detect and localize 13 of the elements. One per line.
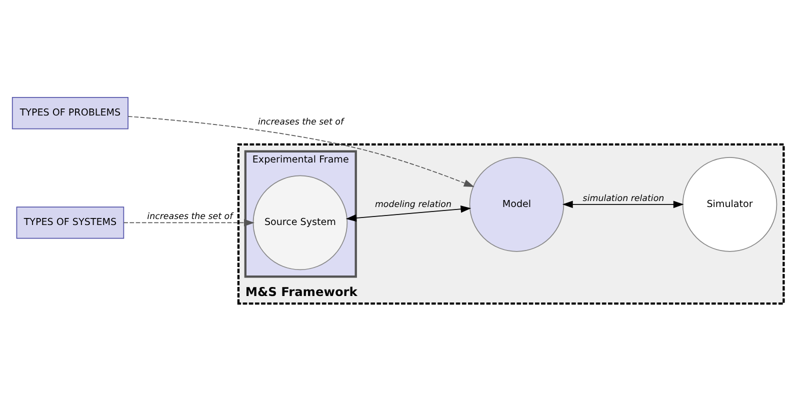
- node-circle: Simulator: [682, 156, 778, 252]
- arrow: [123, 218, 254, 226]
- edge-label: simulation relation: [582, 193, 664, 204]
- edge-label: modeling relation: [374, 200, 452, 210]
- arrow: [346, 204, 472, 222]
- node-circle: Source System: [252, 174, 348, 270]
- node-box: TYPES OF SYSTEMS: [16, 206, 124, 238]
- node-circle: Model: [469, 156, 564, 252]
- arrow: [562, 200, 684, 208]
- edge-label: increases the set of: [258, 116, 344, 127]
- node-box: TYPES OF PROBLEMS: [12, 96, 128, 129]
- arrow: [128, 116, 474, 186]
- edge-label: increases the set of: [147, 212, 233, 222]
